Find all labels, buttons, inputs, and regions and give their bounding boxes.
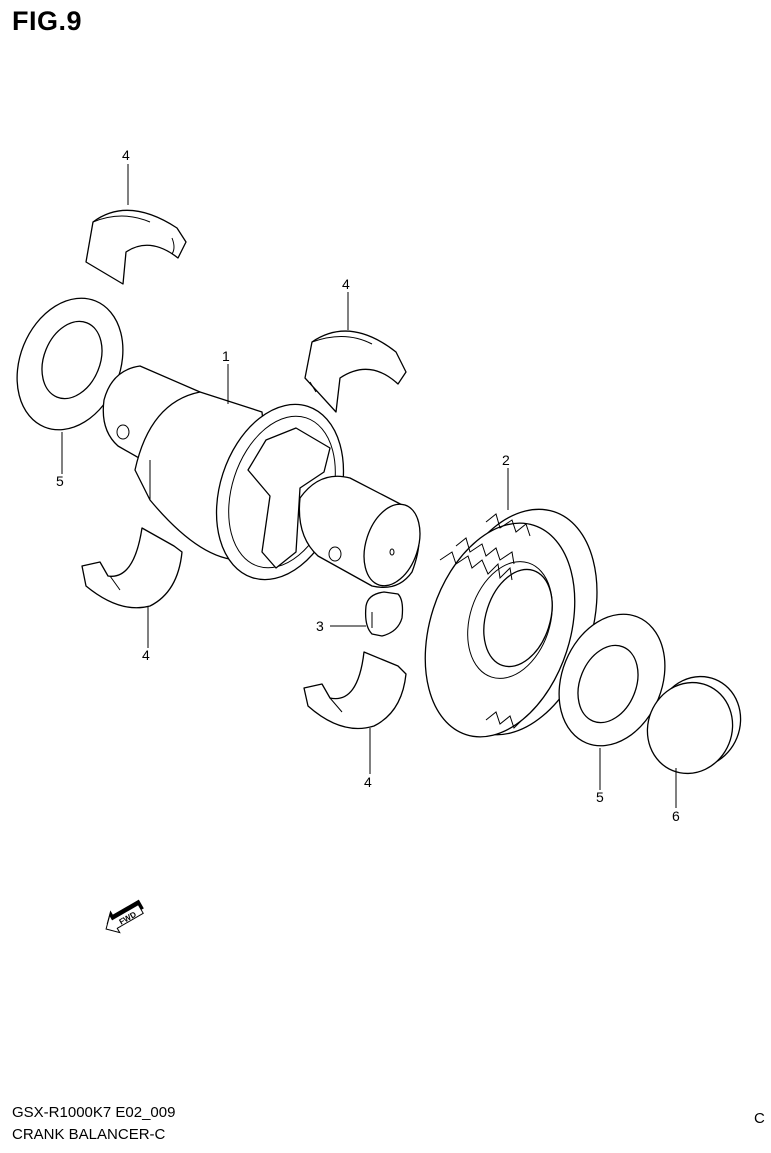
corner-mark: C [754,1110,765,1127]
callout-bearing-lower-right: 4 [364,774,372,790]
bearing-shell-top [85,209,187,285]
callout-bearing-top: 4 [122,147,130,163]
callout-key: 3 [316,618,324,634]
bearing-shell-lower-left [81,527,183,609]
callout-shaft: 1 [222,348,230,364]
woodruff-key [364,591,404,637]
callout-bearing-lower-left: 4 [142,647,150,663]
end-cap [646,675,742,775]
figure-title: FIG.9 [12,6,83,36]
callout-washer-left: 5 [56,473,64,489]
bearing-shell-middle [304,330,407,413]
balancer-driven-gear [424,508,598,738]
callout-gear: 2 [502,452,510,468]
section-name: CRANK BALANCER-C [12,1126,166,1143]
model-code: GSX-R1000K7 E02_009 [12,1104,176,1121]
callout-washer-right: 5 [596,789,604,805]
callout-cap: 6 [672,808,680,824]
callout-bearing-middle: 4 [342,276,350,292]
leader-lines [61,164,677,808]
balancer-shaft [102,365,421,589]
thrust-washer-right [558,613,666,747]
bearing-shell-lower-right [303,651,407,730]
fwd-arrow-icon: FWD [105,899,144,934]
